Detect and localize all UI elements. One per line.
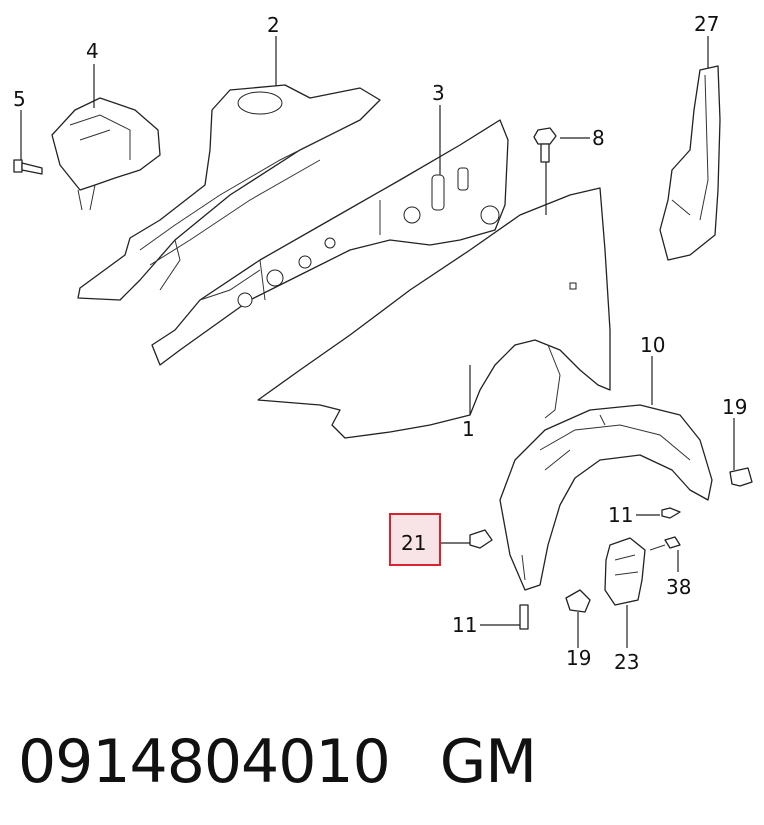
callout-1: 1 xyxy=(462,417,475,441)
part-upper-rail xyxy=(77,84,381,301)
callout-11b: 11 xyxy=(452,613,477,637)
part-number: 0914804010 xyxy=(18,727,391,797)
callout-23: 23 xyxy=(614,650,639,674)
part-caption: 0914804010 GM xyxy=(18,722,758,802)
callout-11a: 11 xyxy=(608,503,633,527)
callout-19a: 19 xyxy=(722,395,747,419)
part-fender xyxy=(257,187,611,439)
parts-diagram: 2 4 5 3 8 27 1 10 19 11 38 23 19 11 21 xyxy=(13,12,753,674)
callout-5: 5 xyxy=(13,87,26,111)
part-bolt-8 xyxy=(533,127,557,163)
leader-lines xyxy=(20,36,735,648)
part-screw-38 xyxy=(649,536,681,551)
highlight-box xyxy=(389,513,441,566)
callout-3: 3 xyxy=(432,81,445,105)
callout-38: 38 xyxy=(666,575,691,599)
callout-8: 8 xyxy=(592,126,605,150)
callout-4: 4 xyxy=(86,39,99,63)
part-bracket xyxy=(51,97,161,211)
callout-27: 27 xyxy=(694,12,719,36)
part-clip-21 xyxy=(469,529,493,549)
part-extension-27 xyxy=(659,65,721,261)
highlight-callout-21[interactable]: 21 xyxy=(389,513,441,566)
part-screw-11a xyxy=(661,507,681,519)
callout-2: 2 xyxy=(267,13,280,37)
part-bolt-5 xyxy=(13,159,43,175)
callout-19b: 19 xyxy=(566,646,591,670)
callout-21: 21 xyxy=(401,531,426,555)
brand-name: GM xyxy=(439,727,537,797)
part-deflector-23 xyxy=(604,537,646,606)
part-side-member xyxy=(151,119,509,366)
part-clip-19a xyxy=(729,467,753,487)
part-screw-11b xyxy=(519,604,529,630)
part-clip-19b xyxy=(565,589,591,613)
part-wheel-liner xyxy=(499,404,713,591)
callout-10: 10 xyxy=(640,333,665,357)
